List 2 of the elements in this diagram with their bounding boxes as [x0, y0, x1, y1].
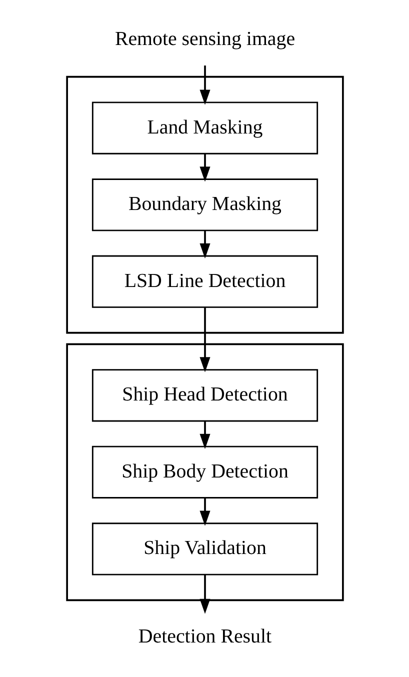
node-text: Detection Result [138, 625, 272, 648]
node-text: Remote sensing image [114, 28, 295, 50]
